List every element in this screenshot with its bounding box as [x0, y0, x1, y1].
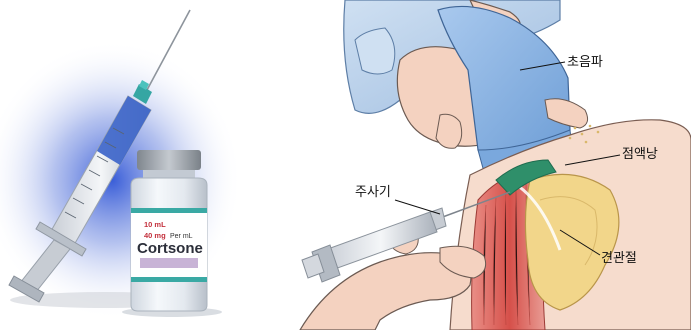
vial-brand-name: Cortsone — [137, 240, 203, 257]
vial-dose-unit: Per mL — [170, 233, 193, 240]
vial-stripe-bottom — [131, 277, 207, 282]
vial-cap — [137, 150, 201, 170]
label-bursa: 점액낭 — [622, 147, 658, 162]
label-ultrasound: 초음파 — [567, 55, 603, 70]
vial-stripe-top — [131, 208, 207, 213]
shoulder-illustration — [300, 0, 691, 330]
label-syringe: 주사기 — [355, 185, 391, 200]
vial-stripe-purple — [140, 258, 198, 268]
thumb — [436, 114, 462, 148]
label-shoulder-joint: 견관절 — [601, 251, 637, 266]
vial-volume: 10 mL — [144, 220, 166, 229]
vial-dose: 40 mg — [144, 231, 166, 240]
